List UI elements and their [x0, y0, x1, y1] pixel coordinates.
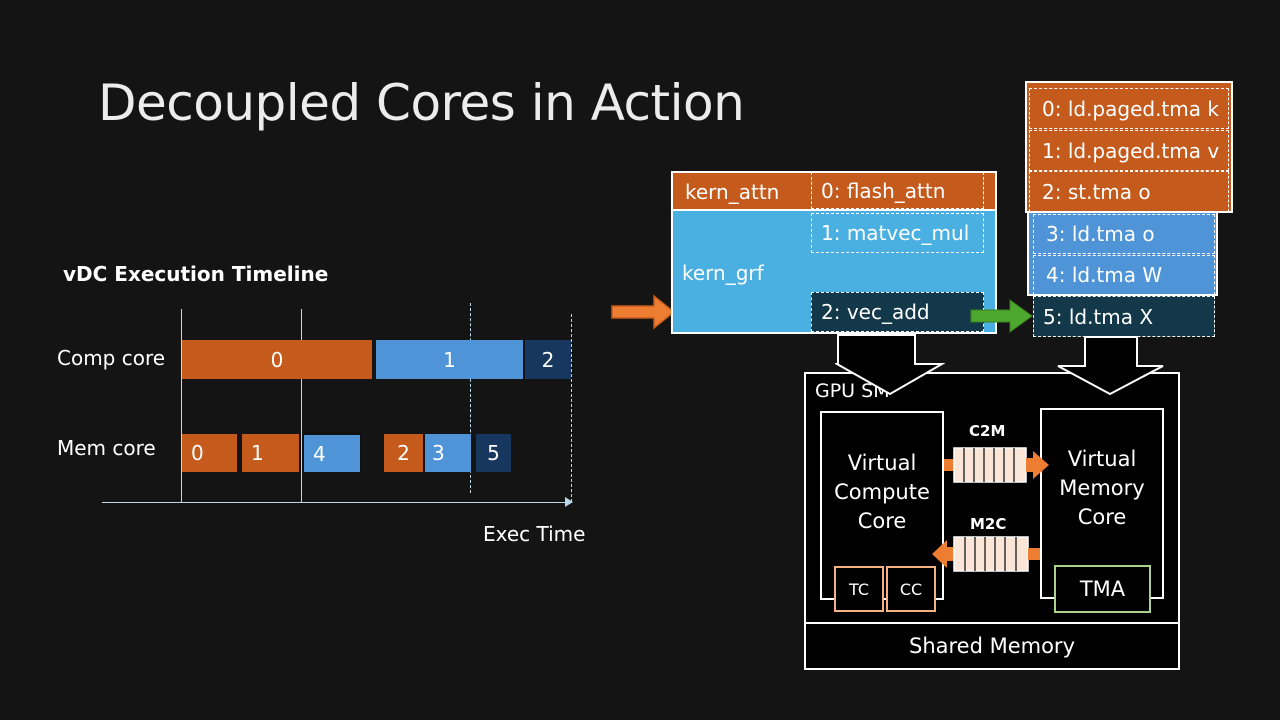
- mem-segment: 1: [242, 434, 299, 472]
- gpu-sm-label: GPU SM: [815, 380, 890, 402]
- c2m-queue-icon: [944, 447, 1049, 483]
- mem-segment: 5: [476, 434, 511, 472]
- mem-ops-blue-group: [1027, 213, 1218, 296]
- mem-segment: 3: [425, 434, 471, 472]
- mem-ops-orange-group: [1025, 81, 1233, 213]
- timeline-start-line: [181, 309, 182, 502]
- comp-segment: 2: [525, 340, 571, 379]
- green-arrow-icon: [970, 299, 1033, 333]
- mem-segment: 0: [182, 434, 237, 472]
- timeline-x-axis: [102, 502, 572, 503]
- m2c-label: M2C: [970, 515, 1007, 533]
- c2m-label: C2M: [969, 422, 1006, 440]
- timeline-dashed-line: [470, 303, 471, 493]
- slide-title: Decoupled Cores in Action: [98, 74, 745, 132]
- shared-memory: Shared Memory: [804, 622, 1180, 670]
- comp-segment: 0: [182, 340, 372, 379]
- comp-core-label: Comp core: [57, 346, 166, 370]
- kern-attn-label: kern_attn: [685, 179, 780, 204]
- tma-unit: TMA: [1054, 565, 1151, 613]
- mem-op: 4: ld.tma W: [1033, 255, 1215, 295]
- memory-down-arrow-icon: [1057, 336, 1164, 396]
- op-flash-attn: 0: flash_attn: [811, 172, 984, 209]
- kern-attn-row: kern_attn: [671, 171, 997, 210]
- timeline-title: vDC Execution Timeline: [63, 262, 329, 286]
- axis-arrow-icon: [565, 497, 573, 507]
- m2c-queue-icon: [932, 536, 1040, 572]
- op-vec-add: 2: vec_add: [811, 292, 984, 332]
- mem-op: 2: st.tma o: [1029, 171, 1229, 212]
- mem-op: 0: ld.paged.tma k: [1029, 88, 1229, 129]
- comp-segment: 1: [376, 340, 523, 379]
- mem-segment: 2: [384, 434, 423, 472]
- mem-op: 5: ld.tma X: [1033, 296, 1215, 337]
- op-matvec-mul: 1: matvec_mul: [811, 213, 984, 253]
- tc-unit: TC: [834, 566, 884, 612]
- exec-time-label: Exec Time: [483, 522, 586, 546]
- dispatch-arrow-icon: [611, 294, 676, 330]
- mem-segment: 4: [304, 433, 362, 472]
- mem-core-label: Mem core: [57, 436, 156, 460]
- timeline-end-dashed-line: [571, 314, 572, 502]
- mem-op: 1: ld.paged.tma v: [1029, 130, 1229, 171]
- compute-down-arrow-icon: [835, 334, 945, 396]
- timeline-marker-line: [301, 309, 302, 502]
- cc-unit: CC: [886, 566, 936, 612]
- mem-op: 3: ld.tma o: [1033, 214, 1215, 254]
- kern-grf-label: kern_grf: [682, 261, 764, 285]
